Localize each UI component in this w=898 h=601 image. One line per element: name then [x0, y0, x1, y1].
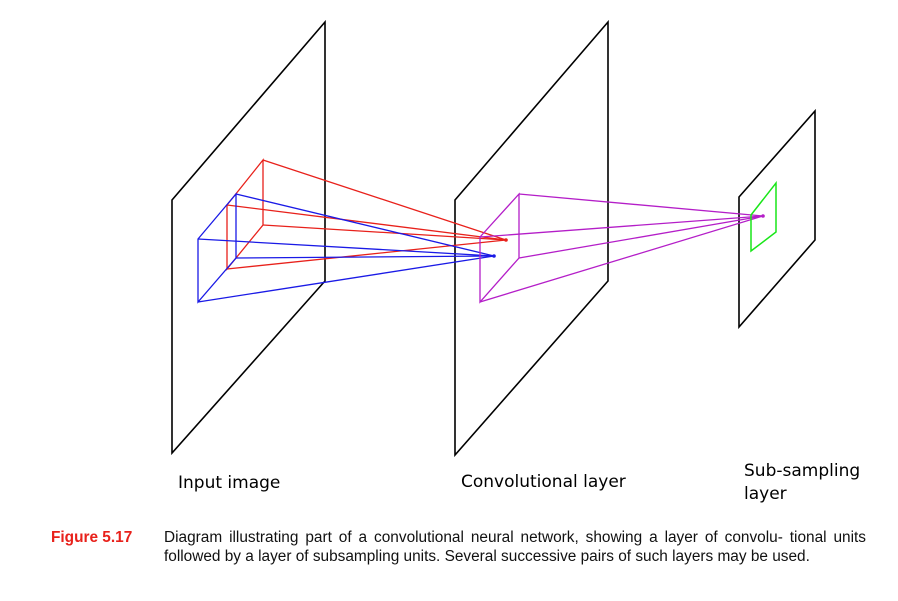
convolutional-layer-label: Convolutional layer: [461, 472, 626, 492]
input-image-label: Input image: [178, 473, 281, 493]
subsampling-layer-plane: [738, 108, 816, 330]
caption-text: Diagram illustrating part of a convoluti…: [164, 529, 866, 565]
convolution-window: [479, 192, 764, 304]
red-receptive-field: [226, 158, 507, 271]
blue-receptive-field-square: [197, 192, 237, 304]
figure-number: Figure 5.17: [51, 529, 133, 546]
cnn-diagram: [171, 19, 816, 458]
input-image-plane: [171, 19, 326, 456]
blue-receptive-field: [197, 192, 495, 304]
red-receptive-field-square: [226, 158, 264, 271]
convolution-window-square: [479, 192, 520, 304]
subsampling-layer-label: Sub-sampling layer: [744, 460, 860, 506]
red-unit-dot: [504, 238, 508, 242]
convolutional-layer-plane: [454, 19, 609, 458]
subsampling-unit-dot: [761, 214, 765, 218]
subsampling-layer-label-line2: layer: [744, 484, 787, 504]
subsampling-window-square: [750, 180, 777, 253]
blue-unit-dot: [492, 254, 496, 258]
subsampling-layer-label-line1: Sub-sampling: [744, 461, 861, 481]
